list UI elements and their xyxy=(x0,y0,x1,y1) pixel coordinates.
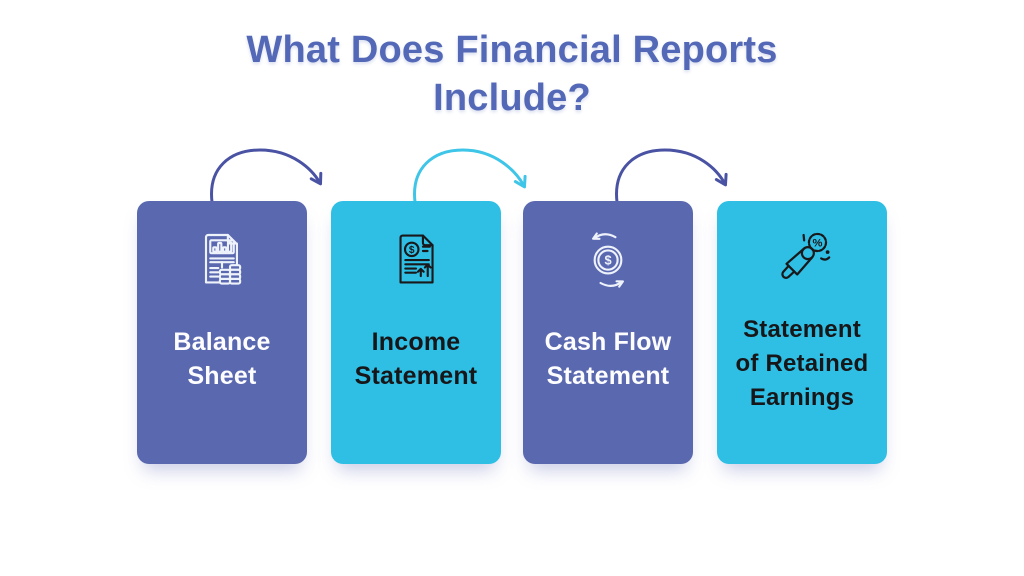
card-label-line: Sheet xyxy=(187,362,257,390)
balance-sheet-document-icon xyxy=(204,233,242,285)
card-label-line: Statement xyxy=(354,362,478,390)
card-label: Cash Flow Statement xyxy=(545,325,672,393)
card-statement-of-retained-earnings: % Statement of Retained Earnings xyxy=(717,201,887,464)
card-label-line: Statement xyxy=(743,316,861,343)
card-label-line: Income xyxy=(371,328,461,356)
card-label: Statement of Retained Earnings xyxy=(736,313,869,415)
card-label-line: of Retained xyxy=(735,350,869,377)
card-label-line: Balance xyxy=(173,328,271,356)
income-statement-document-icon: $ xyxy=(399,234,434,284)
card-label: Income Statement xyxy=(355,325,478,393)
megaphone-percent-icon: % xyxy=(781,232,831,279)
dollar-glyph: $ xyxy=(604,253,611,268)
card-label-line: Earnings xyxy=(749,384,855,411)
page-title-line-2: Include? xyxy=(433,77,591,119)
card-cash-flow-statement: $ Cash Flow Statement xyxy=(523,201,693,464)
card-label-line: Cash Flow xyxy=(544,328,672,356)
card-label: Balance Sheet xyxy=(173,325,270,393)
card-label-line: Statement xyxy=(546,362,670,390)
page-title-line-1: What Does Financial Reports xyxy=(246,29,778,71)
card-balance-sheet: Balance Sheet xyxy=(137,201,307,464)
cash-flow-coins-icon: $ xyxy=(592,232,624,288)
card-income-statement: $ Income Statement xyxy=(331,201,501,464)
page-title: What Does Financial Reports Include? xyxy=(0,26,1024,122)
percent-glyph: % xyxy=(812,238,822,250)
dollar-glyph: $ xyxy=(409,245,415,256)
